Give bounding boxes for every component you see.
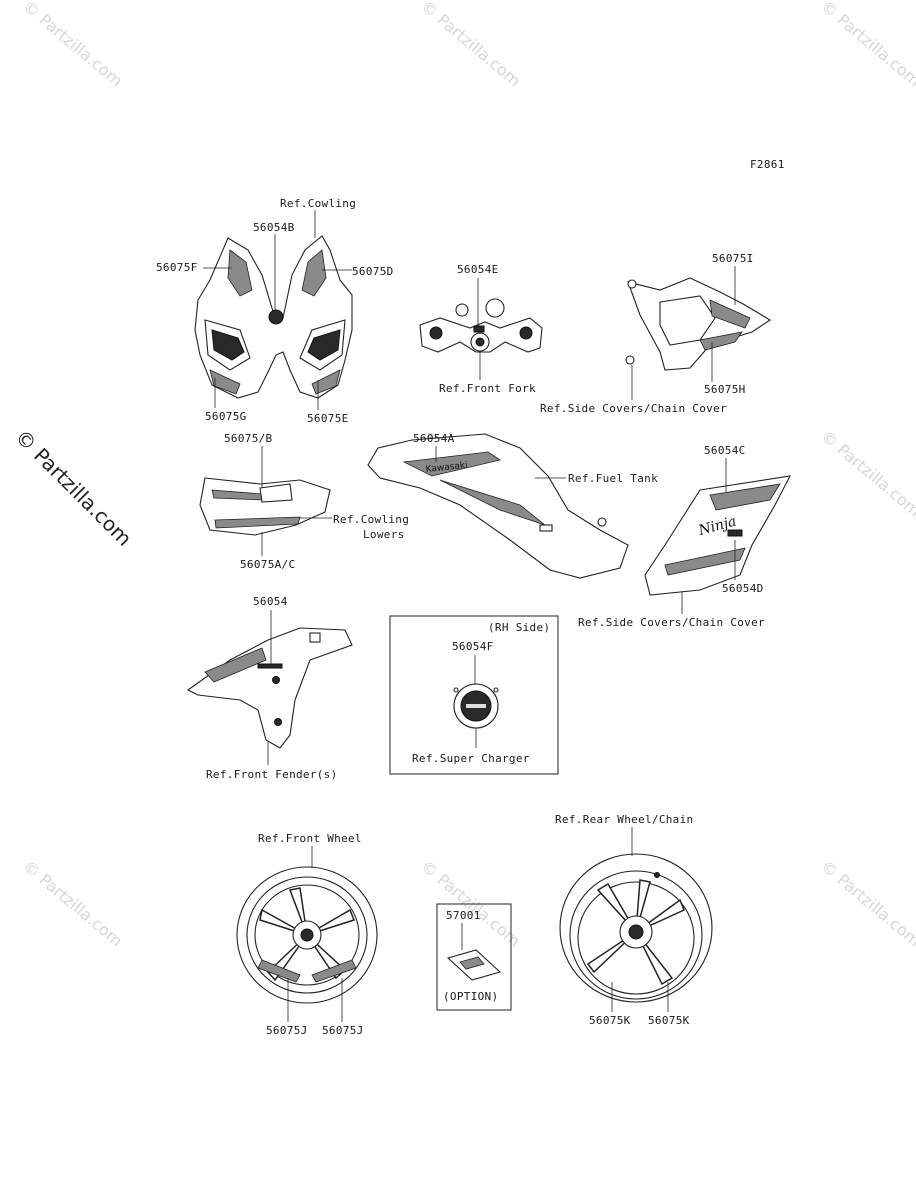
watermark-top-right: © Partzilla.com <box>817 0 916 90</box>
front-wheel-illustration <box>236 866 378 1004</box>
super-charger-illustration <box>453 683 499 729</box>
svg-text:Kawasaki: Kawasaki <box>425 461 468 475</box>
label-56075K-b: 56075K <box>648 1014 690 1027</box>
watermark-side: © Partzilla.com <box>10 425 136 551</box>
label-57001: 57001 <box>446 909 481 922</box>
label-56075-B: 56075/B <box>224 432 273 445</box>
tool-kit-illustration <box>446 949 502 981</box>
label-option: (OPTION) <box>443 990 498 1003</box>
label-56054C: 56054C <box>704 444 746 457</box>
label-56075J-b: 56075J <box>322 1024 364 1037</box>
label-56075K-a: 56075K <box>589 1014 631 1027</box>
label-ref-super-charger: Ref.Super Charger <box>412 752 530 765</box>
rear-wheel-illustration <box>559 853 713 1003</box>
label-ref-front-wheel: Ref.Front Wheel <box>258 832 362 845</box>
label-ref-cowling-lowers-2: Lowers <box>363 528 405 541</box>
label-rh-side: (RH Side) <box>488 621 550 634</box>
label-ref-side-covers-2: Ref.Side Covers/Chain Cover <box>578 616 765 629</box>
label-56054A: 56054A <box>413 432 455 445</box>
option-box <box>436 903 512 1011</box>
label-ref-rear-wheel: Ref.Rear Wheel/Chain <box>555 813 693 826</box>
label-56075D: 56075D <box>352 265 394 278</box>
label-56054: 56054 <box>253 595 288 608</box>
label-ref-front-fork: Ref.Front Fork <box>439 382 536 395</box>
label-56075J-a: 56075J <box>266 1024 308 1037</box>
label-ref-front-fender: Ref.Front Fender(s) <box>206 768 338 781</box>
watermark-bottom-right: © Partzilla.com <box>817 857 916 951</box>
label-ref-side-covers-1: Ref.Side Covers/Chain Cover <box>540 402 727 415</box>
label-56075H: 56075H <box>704 383 746 396</box>
cowling-lowers-illustration <box>199 477 331 536</box>
cowling-illustration <box>194 235 353 399</box>
watermark-top-center: © Partzilla.com <box>417 0 524 90</box>
label-ref-fuel-tank: Ref.Fuel Tank <box>568 472 658 485</box>
watermark-bottom-left: © Partzilla.com <box>19 857 126 951</box>
label-56075A-C: 56075A/C <box>240 558 295 571</box>
label-56075E: 56075E <box>307 412 349 425</box>
watermark-top-left: © Partzilla.com <box>19 0 126 90</box>
label-56054B: 56054B <box>253 221 295 234</box>
label-ref-cowling: Ref.Cowling <box>280 197 356 210</box>
fuel-tank-illustration: Kawasaki <box>367 433 629 579</box>
label-56075F: 56075F <box>156 261 198 274</box>
label-56075G: 56075G <box>205 410 247 423</box>
side-cover-illustration: Ninja <box>644 475 791 596</box>
front-fender-illustration <box>186 627 353 749</box>
watermark-mid-right: © Partzilla.com <box>817 427 916 521</box>
front-fork-illustration <box>419 298 543 353</box>
label-56075I: 56075I <box>712 252 754 265</box>
tail-cowl-illustration <box>625 277 772 371</box>
label-56054E: 56054E <box>457 263 499 276</box>
label-56054D: 56054D <box>722 582 764 595</box>
label-ref-cowling-lowers-1: Ref.Cowling <box>333 513 409 526</box>
figure-id: F2861 <box>750 158 785 171</box>
rh-side-box <box>389 615 559 775</box>
watermark-bottom-center: © Partzilla.com <box>417 857 524 951</box>
label-56054F: 56054F <box>452 640 494 653</box>
